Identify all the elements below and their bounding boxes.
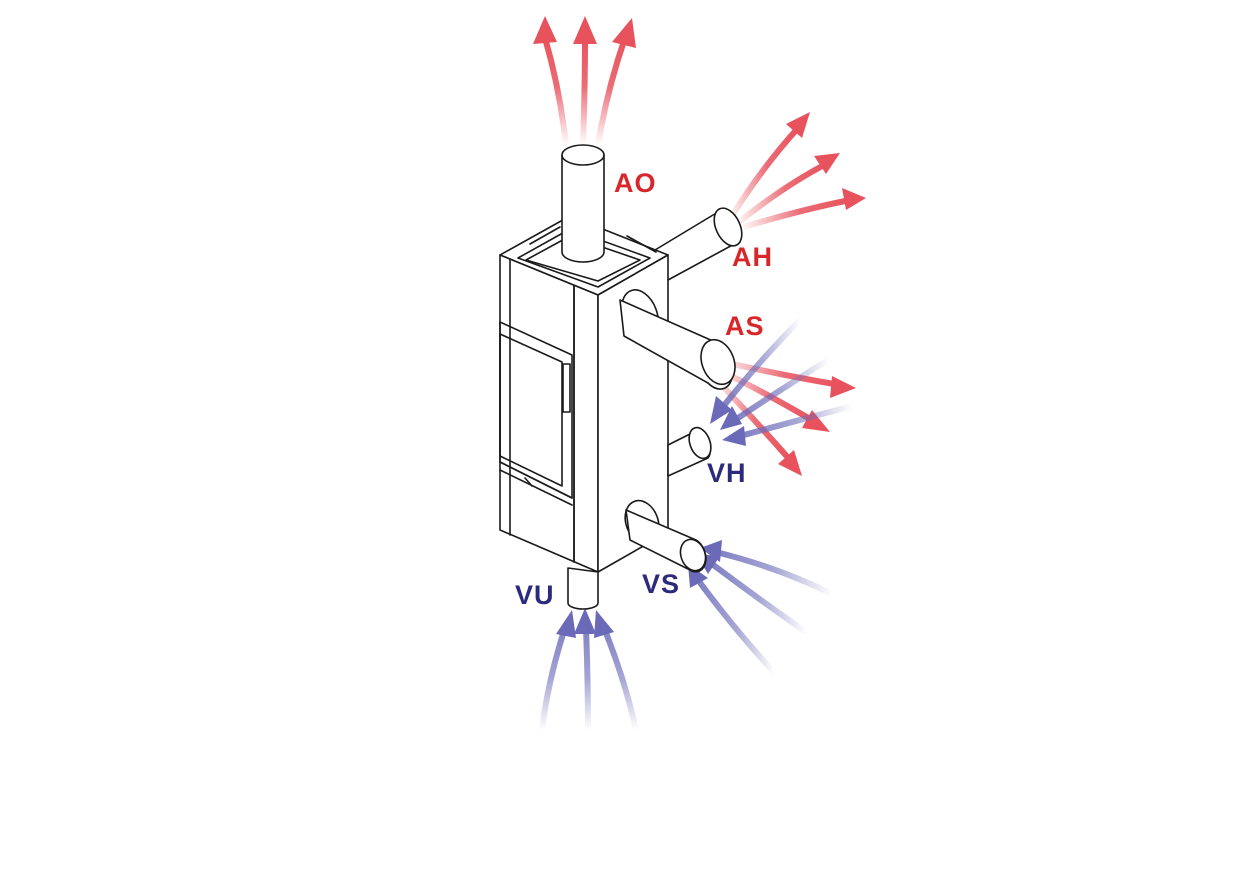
label-as: AS bbox=[725, 311, 765, 341]
as-duct bbox=[619, 289, 736, 390]
vs-duct bbox=[624, 499, 707, 573]
ah-duct bbox=[654, 207, 743, 281]
vu-duct bbox=[567, 567, 599, 610]
vs-inflow-arrows bbox=[688, 540, 834, 675]
vh-duct bbox=[667, 426, 712, 477]
label-ao: AO bbox=[614, 168, 657, 198]
ao-duct bbox=[561, 144, 605, 263]
label-ah: AH bbox=[732, 242, 773, 272]
label-vh: VH bbox=[707, 458, 747, 488]
label-vs: VS bbox=[642, 569, 680, 599]
ao-outflow-arrows bbox=[533, 16, 636, 146]
vu-inflow-arrows bbox=[539, 608, 639, 731]
label-vu: VU bbox=[515, 580, 555, 610]
ah-outflow-arrows bbox=[725, 112, 866, 231]
vh-inflow-arrows bbox=[710, 317, 853, 446]
